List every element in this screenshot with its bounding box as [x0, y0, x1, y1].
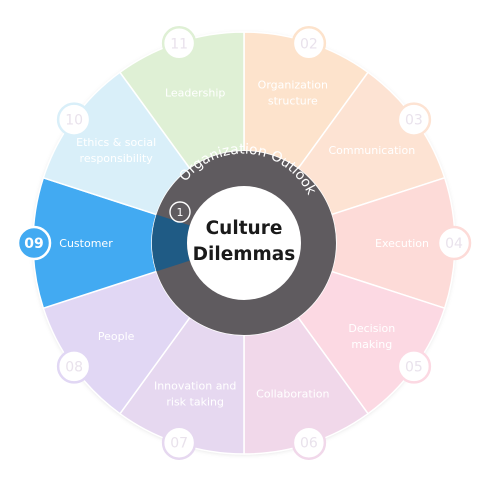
segment-number: 06	[300, 436, 318, 452]
segment-number: 08	[65, 359, 83, 375]
segment-label-execution: Execution	[375, 237, 429, 250]
segment-number-badge[interactable]	[56, 349, 92, 384]
outlook-badge	[169, 201, 191, 223]
segment-leadership[interactable]: Leadership 11	[118, 26, 245, 170]
segment-label-people: People	[98, 330, 135, 343]
segment-label-line: People	[98, 330, 135, 343]
segment-number: 09	[24, 236, 43, 252]
center-disc	[187, 186, 301, 300]
segment-label-leadership: Leadership	[165, 87, 225, 100]
segment-label-line: Decision	[348, 322, 395, 335]
segment-number-badge[interactable]	[396, 349, 432, 384]
segment-label-line: Communication	[328, 144, 415, 157]
segment-label-decision-making: Decision making	[348, 322, 395, 351]
segment-decision-making[interactable]: Decision making 05	[297, 270, 446, 415]
outlook-badge-number: 1	[177, 206, 184, 219]
segment-label-communication: Communication	[328, 144, 415, 157]
segment-number-badge[interactable]	[291, 26, 327, 61]
segment-label-line: Customer	[59, 237, 113, 250]
segment-number: 10	[65, 113, 83, 129]
segment-number: 07	[170, 436, 188, 452]
segment-number-badge[interactable]	[161, 425, 197, 460]
segment-number: 04	[445, 236, 463, 252]
segment-label-line: Organization	[258, 79, 328, 92]
segment-label-customer: Customer	[59, 237, 113, 250]
center-title-line2: Dilemmas	[193, 244, 296, 265]
segment-label-innovation-and-risk-taking: Innovation and risk taking	[154, 379, 236, 408]
segment-number: 11	[170, 36, 188, 52]
segment-number-badge[interactable]	[56, 102, 92, 137]
segment-label-line: Leadership	[165, 87, 225, 100]
segment-label-line: Collaboration	[256, 387, 329, 400]
selected-ring-wedge	[152, 214, 190, 272]
segment-label-line: Execution	[375, 237, 429, 250]
segment-ethics-social-responsibility[interactable]: Ethics & social responsibility 10	[42, 71, 191, 216]
segment-number-badge[interactable]	[16, 225, 52, 261]
segment-label-collaboration: Collaboration	[256, 387, 329, 400]
segment-number-badge[interactable]	[396, 102, 432, 137]
segment-label-line: making	[351, 338, 392, 351]
segment-customer[interactable]: Customer 09	[16, 176, 158, 310]
segment-label-line: Ethics & social	[76, 136, 156, 149]
segment-number-badge[interactable]	[291, 425, 327, 460]
segment-number: 03	[405, 113, 423, 129]
center-title-line1: Culture	[206, 218, 283, 239]
segment-innovation-and-risk-taking[interactable]: Innovation and risk taking 07	[118, 316, 245, 460]
segment-number-badge[interactable]	[436, 225, 472, 261]
segment-label-ethics-social-responsibility: Ethics & social responsibility	[76, 136, 156, 165]
segment-label-line: Innovation and	[154, 379, 236, 392]
segment-number: 02	[300, 36, 318, 52]
segment-organization-structure[interactable]: Organization structure 02	[243, 26, 370, 170]
segment-label-line: structure	[268, 95, 318, 108]
segment-label-organization-structure: Organization structure	[258, 79, 328, 108]
segment-number: 05	[405, 359, 423, 375]
segment-label-line: responsibility	[80, 152, 154, 165]
segment-number-badge[interactable]	[161, 26, 197, 61]
segment-label-line: risk taking	[166, 395, 224, 408]
